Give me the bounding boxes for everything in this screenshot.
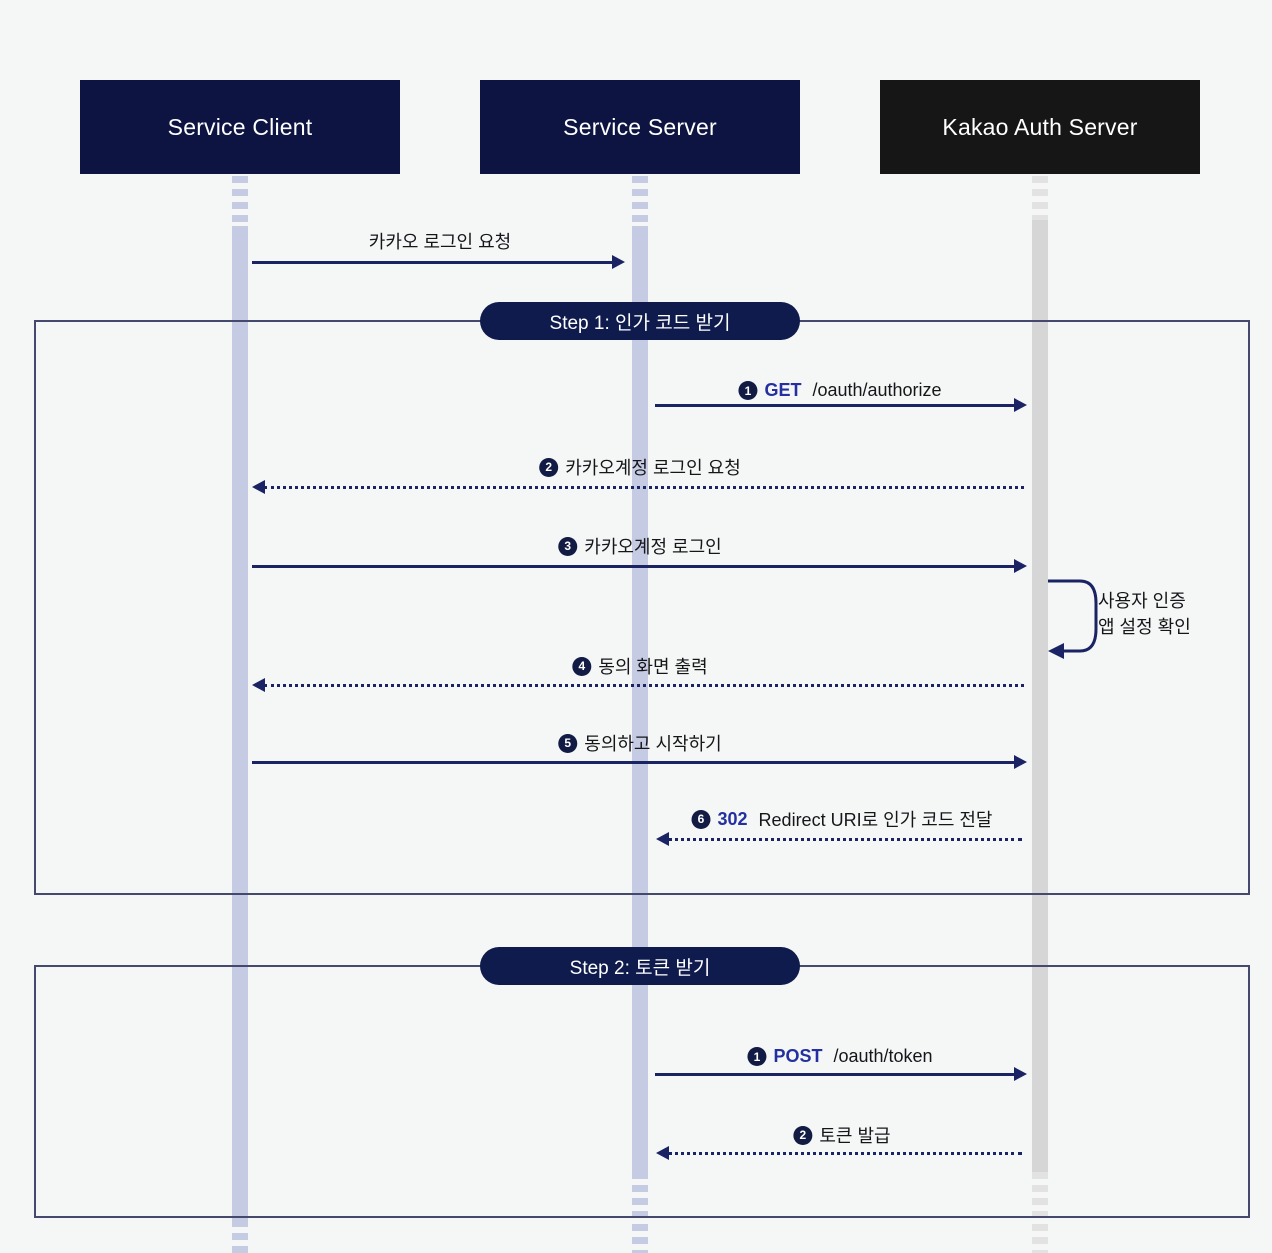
- lifeline-kakao-activation: [1032, 220, 1048, 1172]
- lifeline-client-dashed-bottom: [232, 1220, 248, 1253]
- message-verb: POST: [773, 1046, 823, 1066]
- self-loop-note-line-2: 앱 설정 확인: [1098, 617, 1191, 637]
- arrow-head-right-icon: [1014, 559, 1027, 573]
- message-text: 동의하고 시작하기: [584, 734, 722, 754]
- frame-step-2: [34, 965, 1250, 1218]
- message-line-kakao-account-login-request: [264, 486, 1024, 489]
- arrow-head-right-icon: [1014, 398, 1027, 412]
- self-loop-arrow-icon: [1048, 579, 1098, 659]
- message-line-consent-screen-display: [264, 684, 1024, 687]
- lifeline-kakao-dashed-top: [1032, 176, 1048, 220]
- message-label-kakao-login-request: 카카오 로그인 요청: [369, 228, 511, 254]
- message-text: 카카오계정 로그인: [584, 537, 722, 557]
- arrow-head-left-icon: [252, 678, 265, 692]
- actor-label-service-client: Service Client: [167, 113, 313, 140]
- actor-box-kakao-auth-server: Kakao Auth Server: [880, 80, 1200, 174]
- message-line-kakao-account-login: [252, 565, 1022, 568]
- actor-label-service-server: Service Server: [563, 113, 717, 140]
- message-text: 카카오계정 로그인 요청: [565, 458, 741, 478]
- message-number-badge: 6: [691, 809, 711, 829]
- lifeline-kakao-dashed-bottom: [1032, 1172, 1048, 1253]
- lifeline-client-activation: [232, 226, 248, 1220]
- message-number-badge: 2: [793, 1125, 813, 1145]
- message-number-badge: 1: [738, 381, 758, 400]
- actor-label-kakao-auth-server: Kakao Auth Server: [942, 113, 1138, 140]
- lifeline-server-dashed-bottom: [632, 1172, 648, 1253]
- arrow-head-right-icon: [612, 255, 625, 269]
- arrow-head-right-icon: [1014, 755, 1027, 769]
- message-label-get-oauth-authorize: 1 GET /oauth/authorize: [738, 380, 942, 401]
- actor-box-service-server: Service Server: [480, 80, 800, 174]
- self-loop-note-text: 사용자 인증 앱 설정 확인: [1098, 588, 1191, 640]
- message-line-post-oauth-token: [655, 1073, 1022, 1076]
- message-line-redirect-authorization-code: [668, 838, 1022, 841]
- message-text: 카카오 로그인 요청: [368, 232, 512, 252]
- message-label-agree-and-start: 5 동의하고 시작하기: [558, 730, 722, 756]
- message-number-badge: 1: [747, 1047, 767, 1066]
- lifeline-client-dashed-top: [232, 176, 248, 226]
- message-text: 동의 화면 출력: [598, 657, 708, 677]
- arrow-head-left-icon: [252, 480, 265, 494]
- message-label-consent-screen-display: 4 동의 화면 출력: [572, 653, 708, 679]
- message-label-kakao-account-login: 3 카카오계정 로그인: [558, 533, 722, 559]
- message-text: 토큰 발급: [819, 1126, 891, 1146]
- message-number-badge: 3: [558, 536, 578, 556]
- message-number-badge: 4: [572, 656, 592, 676]
- message-number-badge: 2: [539, 457, 559, 477]
- message-label-redirect-authorization-code: 6 302 Redirect URI로 인가 코드 전달: [691, 806, 993, 832]
- message-label-token-issued: 2 토큰 발급: [793, 1122, 891, 1148]
- arrow-head-right-icon: [1014, 1067, 1027, 1081]
- arrow-head-left-icon: [656, 1146, 669, 1160]
- actor-box-service-client: Service Client: [80, 80, 400, 174]
- self-loop-note-line-1: 사용자 인증: [1098, 591, 1186, 611]
- frame-label-step-2: Step 2: 토큰 받기: [480, 947, 800, 985]
- frame-label-step-1: Step 1: 인가 코드 받기: [480, 302, 800, 340]
- message-text: Redirect URI로 인가 코드 전달: [758, 810, 993, 830]
- message-line-kakao-login-request: [252, 261, 614, 264]
- message-verb: GET: [764, 380, 802, 400]
- message-label-post-oauth-token: 1 POST /oauth/token: [747, 1046, 933, 1067]
- frame-label-step-2-text: Step 2: 토큰 받기: [569, 957, 711, 979]
- lifeline-server-activation: [632, 226, 648, 1172]
- message-text: /oauth/authorize: [812, 380, 942, 400]
- frame-label-step-1-text: Step 1: 인가 코드 받기: [549, 312, 731, 334]
- message-number-badge: 5: [558, 733, 578, 753]
- message-label-kakao-account-login-request: 2 카카오계정 로그인 요청: [539, 454, 741, 480]
- message-line-agree-and-start: [252, 761, 1022, 764]
- message-line-token-issued: [668, 1152, 1022, 1155]
- message-verb: 302: [717, 808, 748, 829]
- message-text: /oauth/token: [833, 1046, 933, 1066]
- arrow-head-left-icon: [656, 832, 669, 846]
- message-line-get-oauth-authorize: [655, 404, 1022, 407]
- lifeline-server-dashed-top: [632, 176, 648, 226]
